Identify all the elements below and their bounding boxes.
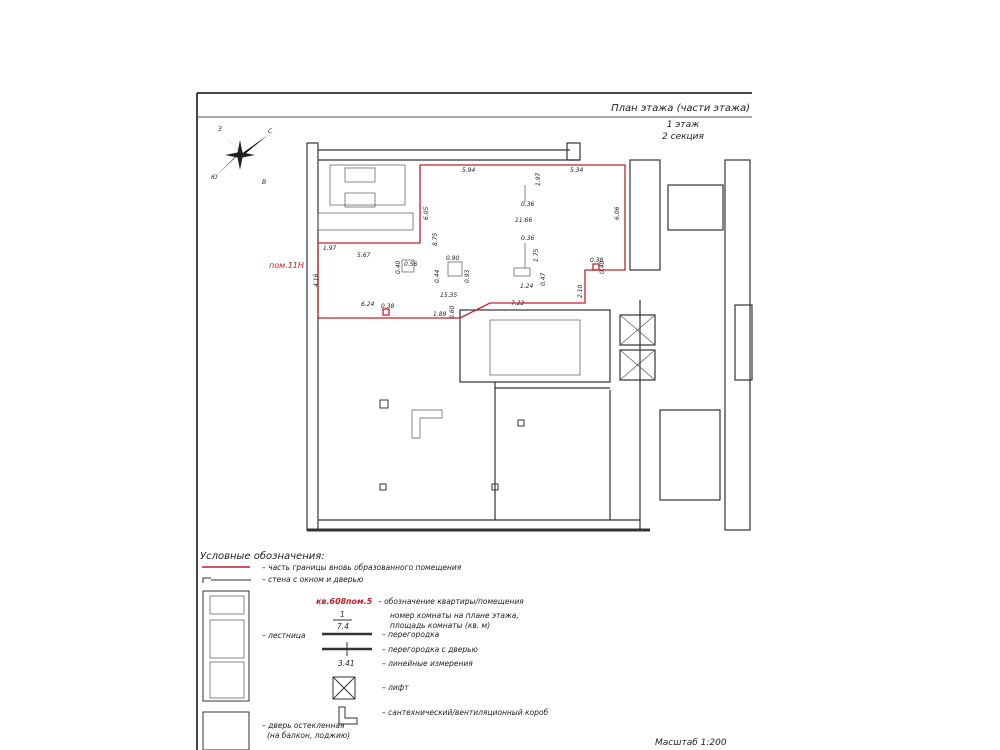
sheet-title: План этажа (части этажа) [611,103,750,114]
legend-wall: – стена с окном и дверью [262,575,363,584]
scale-label: Масштаб 1:200 [655,738,727,748]
sheet-frame [196,92,752,750]
legend-room-num-sample: 1 [340,610,345,619]
dimension: 0.93 [464,269,471,283]
legend-partition: – перегородка [382,630,440,639]
legend-duct: – сантехнический/вентиляционный короб [382,708,548,717]
legend-room-sample: пом.5 [346,597,373,606]
dimension: 0.38 [381,303,395,310]
legend-boundary: – часть границы вновь образованного поме… [262,563,462,572]
legend-room-num-2: площадь комнаты (кв. м) [390,621,490,630]
dimension: 0.36 [521,201,535,208]
compass-rose-icon [215,133,268,180]
compass-west: З [218,126,222,133]
dimension: 6.05 [423,206,430,220]
legend-room-num-1: номер комнаты на плане этажа, [390,611,519,620]
legend-apt: – обозначение квартиры/помещения [378,597,524,606]
dimension: 1.24 [520,283,534,290]
dimension: 0.60 [449,305,456,319]
dimension-labels: 5.94 1.97 5.34 0.36 11.66 6.05 6.06 0.36… [313,167,621,319]
building-walls [306,142,753,532]
dimension: 0.44 [434,269,441,283]
legend-glass-door-1: – дверь остекленная [262,721,345,730]
dimension: 8.75 [432,232,439,246]
compass-east: В [262,179,266,186]
new-room-boundary [317,164,626,319]
dimension: 1.97 [535,172,542,186]
dimension: 0.90 [446,255,460,262]
legend-linear: – линейные измерения [382,659,473,668]
dimension: 1.97 [323,245,337,252]
legend-title: Условные обозначения: [200,550,325,562]
dimension: 6.06 [614,206,621,220]
dimension: 0.40 [395,260,402,274]
compass-south: Ю [211,174,218,181]
dimension: 6.24 [361,301,375,308]
legend-partition-door: – перегородка с дверью [382,645,478,654]
dimension: 5.34 [570,167,584,174]
legend-stairs: – лестница [262,631,306,640]
dimension: 1.89 [433,311,447,318]
legend-glass-door-2: (на балкон, лоджию) [267,731,350,740]
dimension: 1.75 [533,248,540,262]
dimension: 0.56 [404,261,418,268]
dimension: 11.66 [515,217,532,224]
dimension: 0.47 [540,272,547,286]
dimension: 0.40 [599,260,606,274]
dimension: 0.36 [521,235,535,242]
dimension: 2.10 [577,284,584,298]
legend-room-area-sample: 7.4 [337,622,349,631]
dimension: 7.22 [511,300,525,307]
duct-marker [592,263,600,271]
dimension: 5.67 [357,252,371,259]
room-label: пом.11Н [269,261,304,270]
legend: Условные обозначения: – часть границы вн… [200,550,548,750]
duct-marker [382,308,390,316]
dimension: 0.38 [590,257,604,264]
legend-linear-sample: 3.41 [338,659,355,668]
legend-lift: – лифт [382,683,409,692]
dimension: 4.16 [313,273,320,287]
floor-label: 1 этаж [667,120,700,130]
section-label: 2 секция [662,132,704,142]
compass-north: С [268,128,273,135]
dimension: 5.94 [462,167,476,174]
legend-apt-sample: кв.608 [316,597,347,606]
dimension: 15.35 [440,292,457,299]
